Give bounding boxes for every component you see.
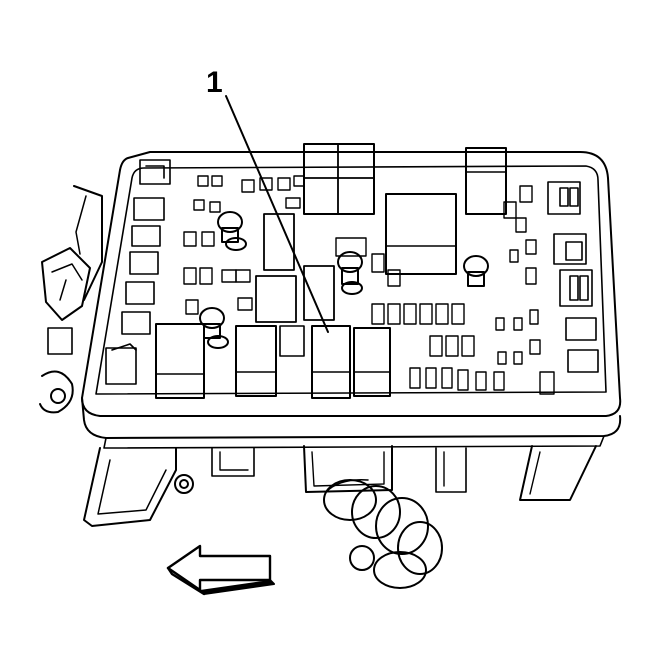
housing-inner-rim: [96, 166, 606, 394]
right-sockets: [548, 182, 598, 372]
relay-target: [312, 326, 350, 398]
center-relay-cluster: [256, 214, 400, 322]
bottom-tab-center: [212, 448, 254, 476]
center-small-fuses: [336, 238, 366, 256]
callout-leader: [226, 96, 328, 332]
housing-base: [104, 436, 604, 448]
bottom-bracket-right: [520, 446, 596, 500]
wire-harness: [324, 480, 442, 588]
terminal-bolts: [200, 212, 488, 348]
top-right-relay: [466, 148, 506, 214]
left-slot: [48, 328, 72, 354]
center-relay: [386, 194, 456, 274]
top-relays: [304, 144, 506, 274]
mini-fuses-right: [372, 186, 554, 394]
bottom-bracket-left: [84, 448, 176, 526]
housing: [82, 152, 620, 526]
bolt-3: [464, 256, 488, 286]
bolt-1: [218, 212, 246, 250]
left-clip: [42, 248, 90, 320]
bottom-relays: [156, 324, 390, 398]
mini-fuses-left: [184, 232, 252, 314]
left-sockets: [106, 160, 170, 384]
mount-hole-left: [51, 389, 65, 403]
housing-skirt: [82, 398, 620, 438]
callout-label-1: 1: [206, 66, 223, 99]
left-mount: [40, 186, 102, 412]
bolt-2: [338, 252, 362, 294]
bottom-tab-right: [436, 448, 466, 492]
housing-top-rim: [82, 152, 620, 416]
direction-arrow-icon: [168, 546, 274, 594]
mini-fuses-top: [194, 176, 304, 212]
mount-hole-bottom: [175, 475, 193, 493]
connector-block: [304, 446, 392, 492]
